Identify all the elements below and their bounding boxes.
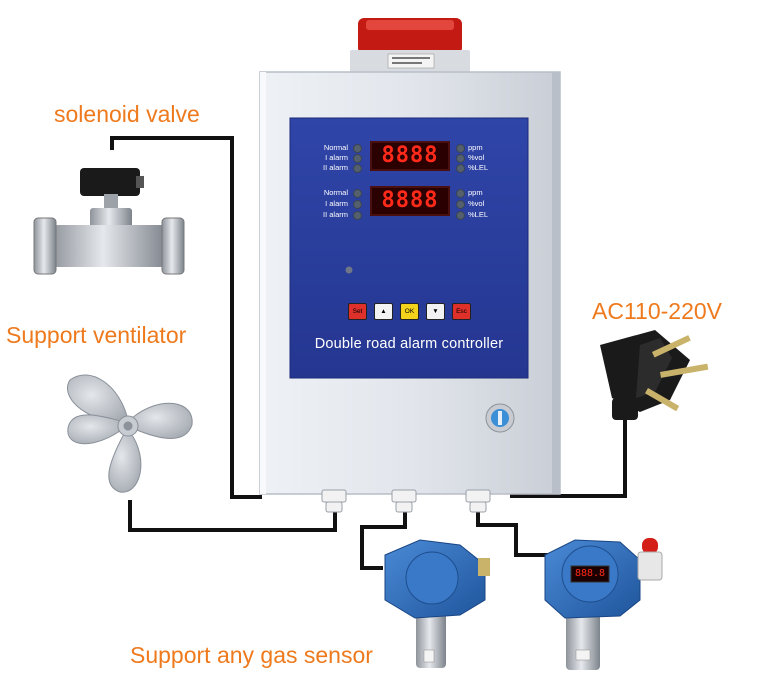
sensor2-wire [476,510,548,557]
power-plug [600,330,709,420]
key-set-button[interactable]: Set [348,303,367,320]
ch2-led-vol [456,200,465,209]
ch2-status-normal: Normal [323,188,348,197]
key-ok-button[interactable]: OK [400,303,419,320]
valve-wire [110,136,262,499]
solenoid-valve [33,168,185,275]
ch2-unit-vol: %vol [468,199,485,208]
ventilator-fan [67,374,193,493]
ch1-led-normal [353,144,362,153]
ch2-led-alarm1 [353,200,362,209]
ch1-status-normal: Normal [323,143,348,152]
gas-sensor-callout: Support any gas sensor [130,642,373,668]
strobe-light [637,538,663,581]
key-esc-button[interactable]: Esc [452,303,471,320]
ch2-led-normal [353,189,362,198]
indicator-light [345,266,353,274]
ch2-led-alarm2 [353,211,362,220]
ventilator-callout: Support ventilator [6,322,187,348]
ch1-led-alarm1 [353,154,362,163]
wiring [110,136,627,570]
solenoid-valve-callout: solenoid valve [54,101,200,127]
key-down-button[interactable]: ▼ [426,303,445,320]
power-wire [510,405,627,498]
ch1-led-lel [456,164,465,173]
gas-sensor-2 [544,539,641,670]
ch2-display: 8888 [370,186,450,216]
ch1-unit-vol: %vol [468,153,485,162]
cable-glands [321,489,491,513]
ch2-led-ppm [456,189,465,198]
gas-sensor-1 [384,539,490,668]
ch2-status-alarm2: II alarm [322,210,348,219]
ch1-status-alarm1: I alarm [325,153,348,162]
ch1-unit-lel: %LEL [468,163,489,172]
key-up-button[interactable]: ▲ [374,303,393,320]
ch1-led-alarm2 [353,164,362,173]
ch2-led-lel [456,211,465,220]
sensor1-wire [360,510,407,570]
ch2-status-alarm1: I alarm [325,199,348,208]
detector-display: 888.8 [574,568,606,579]
ch2-unit-lel: %LEL [468,210,489,219]
power-callout: AC110-220V [592,298,722,324]
ventilator-wire [128,500,337,532]
ch1-led-vol [456,154,465,163]
ch1-display: 8888 [370,141,450,171]
key-lock [485,403,515,433]
ch1-led-ppm [456,144,465,153]
controller-title: Double road alarm controller [314,336,504,352]
ch1-status-alarm2: II alarm [322,163,348,172]
ch1-unit-ppm: ppm [468,143,483,152]
alarm-beacon [350,18,470,72]
ch2-unit-ppm: ppm [468,188,483,197]
